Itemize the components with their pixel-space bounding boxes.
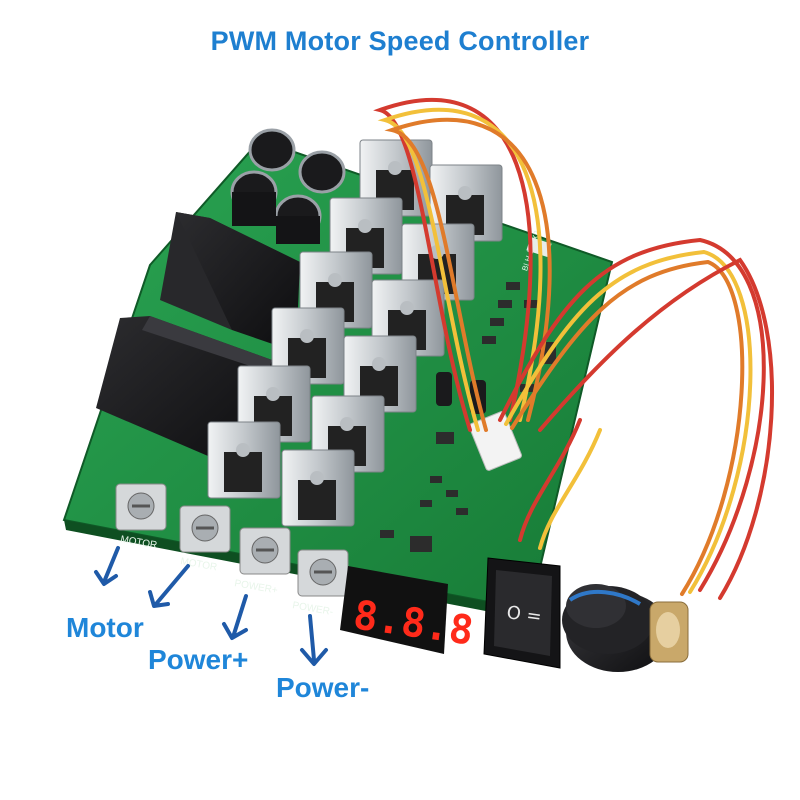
wires — [373, 97, 774, 600]
callout-arrows — [94, 546, 328, 666]
arrow-power-plus — [222, 594, 248, 640]
page-title: PWM Motor Speed Controller — [210, 26, 590, 56]
capacitors — [230, 128, 346, 244]
arrow-motor-1 — [94, 546, 120, 586]
callout-power-plus: Power+ — [148, 644, 249, 675]
callout-motor: Motor — [66, 612, 144, 643]
switch-symbols: O = — [505, 602, 543, 628]
speed-knob — [562, 584, 689, 672]
wire-connector — [468, 411, 522, 471]
screw-terminals — [115, 483, 349, 597]
arrow-power-minus — [300, 614, 328, 666]
terminal-label-power-minus: POWER- — [291, 600, 333, 618]
arrow-motor-2 — [148, 564, 190, 608]
terminal-label-power-plus: POWER+ — [233, 578, 278, 596]
rocker-switch: O = — [483, 557, 561, 669]
led-display: 8.8.8 — [340, 566, 476, 655]
heatsinks — [207, 139, 503, 527]
callout-power-minus: Power- — [276, 672, 370, 703]
